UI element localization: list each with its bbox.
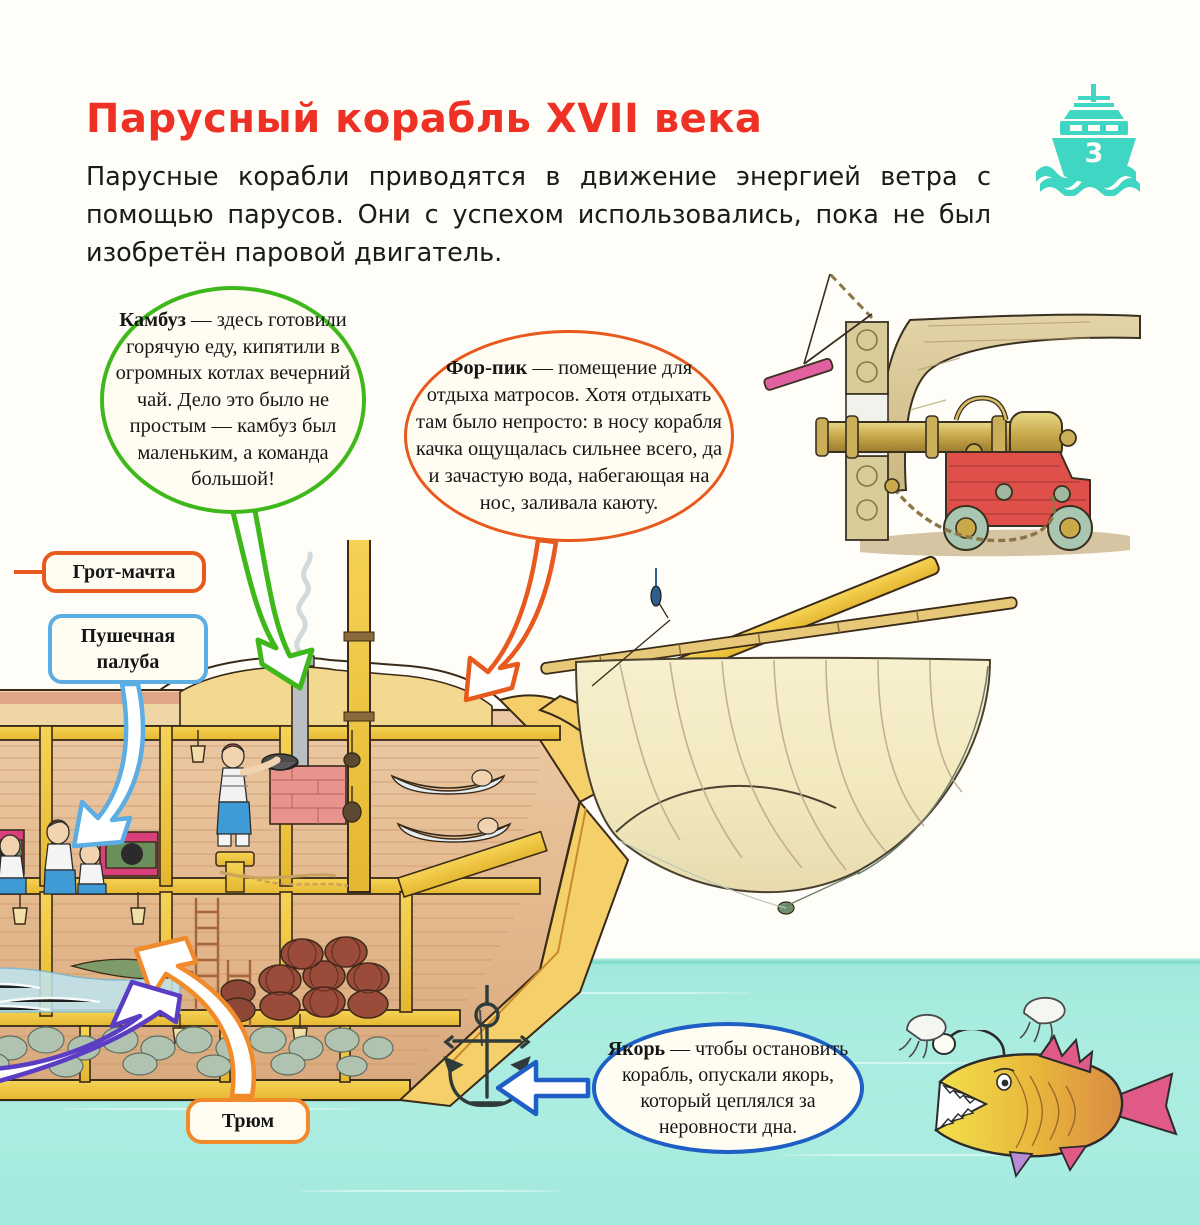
page-number: 3 xyxy=(1084,138,1104,169)
callout-kambuz-body: здесь готовили горячую еду, кипятили в о… xyxy=(115,309,351,491)
intro-paragraph: Парусные корабли приводятся в движение э… xyxy=(86,162,991,268)
callout-forpik-body: помещение для отдыха матросов. Хотя отды… xyxy=(415,357,723,514)
label-pushechnaya-paluba-text: Пушечная палуба xyxy=(80,625,176,673)
callout-kambuz-dash: — xyxy=(186,309,217,332)
anglerfish-illustration xyxy=(932,1030,1178,1179)
label-tryum-text: Трюм xyxy=(221,1109,275,1132)
callout-kambuz-term: Камбуз xyxy=(119,309,186,332)
anchor-icon xyxy=(443,985,531,1107)
callout-forpik-term: Фор-пик xyxy=(445,357,528,379)
label-grot-machta-text: Грот-мачта xyxy=(72,560,176,583)
callout-yakor-term: Якорь xyxy=(607,1038,666,1060)
ship-icon xyxy=(1036,84,1140,196)
jellyfish-icon xyxy=(898,1013,947,1059)
label-grot-machta: Грот-мачта xyxy=(42,551,206,593)
callout-kambuz: Камбуз — здесь готовили горячую еду, кип… xyxy=(100,286,366,514)
label-tryum: Трюм xyxy=(186,1098,310,1144)
callout-yakor-dash: — xyxy=(665,1038,696,1060)
label-pushechnaya-paluba: Пушечная палуба xyxy=(48,614,208,684)
callout-forpik-text: Фор-пик — помещение для отдыха матросов.… xyxy=(407,355,731,517)
page-number-badge: 3 xyxy=(1034,76,1154,196)
callout-yakor-text: Якорь — чтобы остановить корабль, опуска… xyxy=(596,1036,860,1140)
callout-forpik: Фор-пик — помещение для отдыха матросов.… xyxy=(404,330,734,542)
jellyfish-icon xyxy=(1019,996,1066,1043)
callout-yakor-body: чтобы остановить корабль, опускали якорь… xyxy=(621,1038,849,1138)
callout-yakor: Якорь — чтобы остановить корабль, опуска… xyxy=(592,1022,864,1154)
cannon-gunport-detail-illustration xyxy=(763,272,1141,557)
page-title: Парусный корабль XVII века xyxy=(86,96,763,142)
callout-kambuz-text: Камбуз — здесь готовили горячую еду, кип… xyxy=(104,307,362,493)
callout-forpik-dash: — xyxy=(527,357,559,379)
water-surface-line xyxy=(0,958,1200,965)
